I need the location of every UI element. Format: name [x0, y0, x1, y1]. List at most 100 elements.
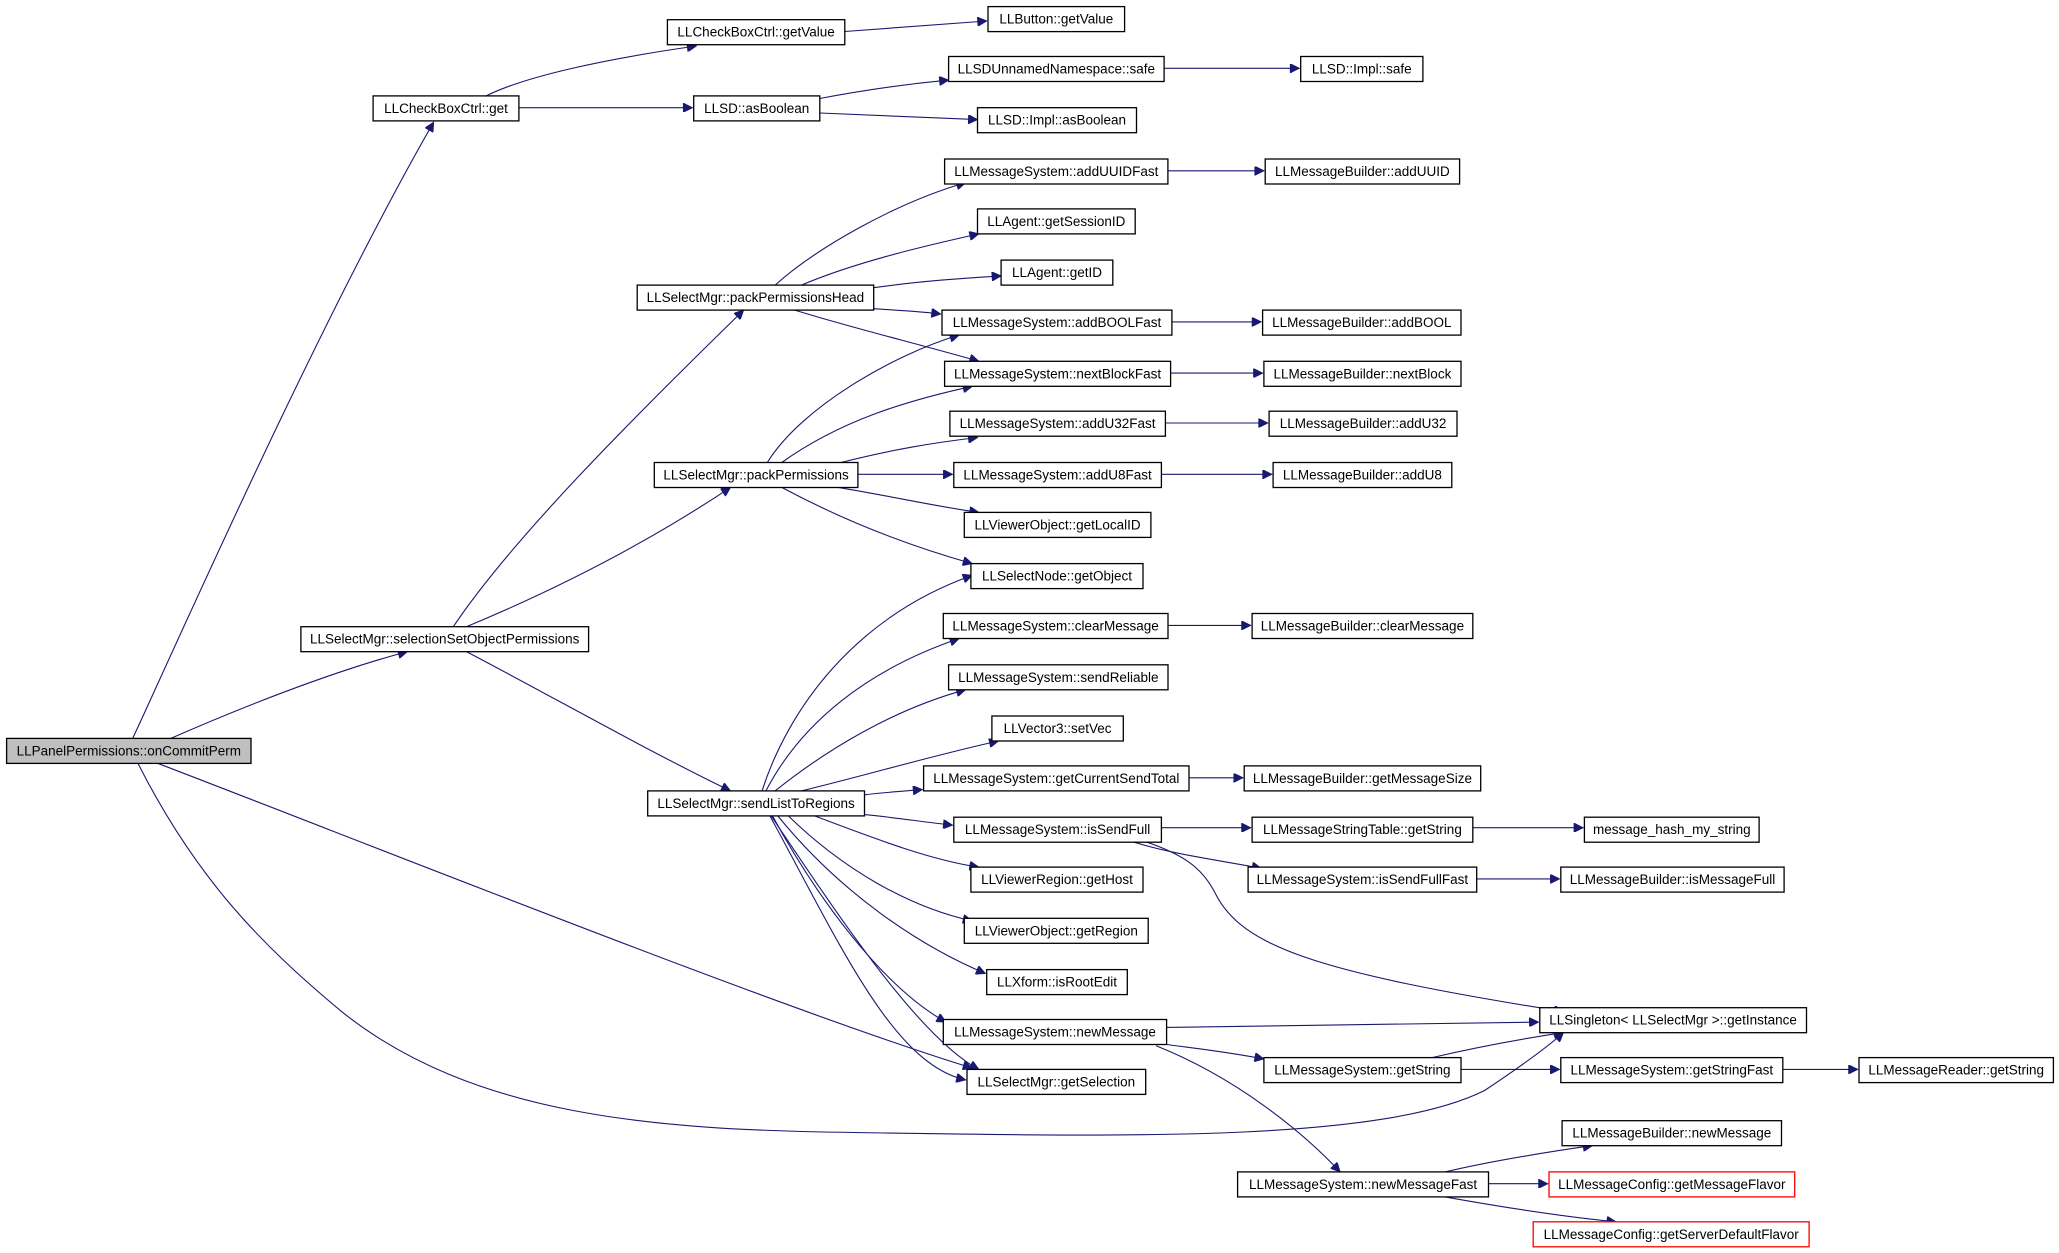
node-pack-perm-head[interactable]: LLSelectMgr::packPermissionsHead	[636, 284, 875, 311]
node-box	[1560, 1056, 1784, 1084]
node-add-u32-fast[interactable]: LLMessageSystem::addU32Fast	[949, 410, 1167, 437]
node-cb-get-value[interactable]: LLCheckBoxCtrl::getValue	[666, 19, 846, 46]
node-clear-message[interactable]: LLMessageSystem::clearMessage	[942, 612, 1169, 640]
node-box	[953, 461, 1163, 489]
node-unnamed-safe[interactable]: LLSDUnnamedNamespace::safe	[947, 55, 1165, 83]
node-box	[986, 968, 1128, 996]
node-label: LLSelectMgr::sendListToRegions	[657, 796, 855, 811]
node-new-message-fast[interactable]: LLMessageSystem::newMessageFast	[1236, 1171, 1490, 1198]
node-box	[666, 19, 846, 46]
node-label: LLAgent::getSessionID	[987, 214, 1125, 229]
node-label: LLMessageBuilder::clearMessage	[1261, 619, 1464, 634]
node-ms-get-string-fast[interactable]: LLMessageSystem::getStringFast	[1560, 1056, 1784, 1084]
node-is-send-full[interactable]: LLMessageSystem::isSendFull	[953, 816, 1163, 843]
node-send-reliable[interactable]: LLMessageSystem::sendReliable	[947, 664, 1169, 691]
node-box	[1243, 765, 1482, 792]
edge-send-list-to-regions-to-get-host	[814, 815, 979, 867]
node-hash-string[interactable]: message_hash_my_string	[1583, 816, 1760, 843]
node-as-boolean[interactable]: LLSD::asBoolean	[693, 95, 821, 122]
node-mb-add-u32[interactable]: LLMessageBuilder::addU32	[1268, 410, 1458, 437]
edge-pack-perm-head-to-add-uuidfast	[774, 183, 966, 286]
node-set-vec[interactable]: LLVector3::setVec	[991, 715, 1124, 742]
node-label: LLMessageConfig::getMessageFlavor	[1558, 1177, 1786, 1192]
node-is-send-full-fast[interactable]: LLMessageSystem::isSendFullFast	[1247, 866, 1478, 893]
edge-send-list-to-regions-to-get-current-send-total	[864, 790, 923, 796]
node-impl-safe[interactable]: LLSD::Impl::safe	[1300, 55, 1424, 83]
node-add-boolfast[interactable]: LLMessageSystem::addBOOLFast	[941, 309, 1173, 336]
edge-pack-perm-head-to-get-id	[873, 276, 1001, 289]
node-mb-is-message-full[interactable]: LLMessageBuilder::isMessageFull	[1560, 866, 1785, 893]
node-box	[966, 1068, 1147, 1096]
node-label: LLSD::Impl::safe	[1312, 62, 1412, 77]
edge-pack-perm-to-next-block-fast	[781, 386, 973, 463]
node-new-message[interactable]: LLMessageSystem::newMessage	[942, 1018, 1168, 1046]
edge-is-send-full-to-singleton	[1142, 840, 1563, 1012]
node-label: LLMessageBuilder::newMessage	[1572, 1126, 1771, 1141]
node-mb-next-block[interactable]: LLMessageBuilder::nextBlock	[1263, 360, 1462, 387]
node-mb-add-bool[interactable]: LLMessageBuilder::addBOOL	[1261, 309, 1462, 336]
node-add-u8-fast[interactable]: LLMessageSystem::addU8Fast	[953, 461, 1163, 489]
node-box	[947, 664, 1169, 691]
node-btn-get-value[interactable]: LLButton::getValue	[987, 5, 1126, 33]
node-box	[1264, 158, 1461, 185]
node-get-region[interactable]: LLViewerObject::getRegion	[963, 917, 1149, 944]
node-impl-as-boolean[interactable]: LLSD::Impl::asBoolean	[976, 107, 1138, 134]
node-mb-add-uuid[interactable]: LLMessageBuilder::addUUID	[1264, 158, 1461, 185]
node-label: LLMessageConfig::getServerDefaultFlavor	[1544, 1227, 1800, 1242]
node-box	[942, 1018, 1168, 1046]
nodes: LLPanelPermissions::onCommitPerm LLCheckB…	[5, 5, 2055, 1248]
node-cb-get[interactable]: LLCheckBoxCtrl::get	[372, 95, 520, 122]
node-send-list-to-regions[interactable]: LLSelectMgr::sendListToRegions	[647, 790, 866, 817]
edge-is-send-full-to-is-send-full-fast	[1129, 840, 1261, 869]
node-box	[1251, 816, 1474, 843]
node-box	[300, 626, 590, 653]
edges	[132, 21, 1858, 1222]
node-add-uuidfast[interactable]: LLMessageSystem::addUUIDFast	[943, 158, 1169, 185]
node-mb-clear-message[interactable]: LLMessageBuilder::clearMessage	[1251, 612, 1474, 640]
node-box	[1300, 55, 1424, 83]
node-label: LLMessageSystem::isSendFullFast	[1257, 872, 1469, 887]
node-label: LLAgent::getID	[1012, 265, 1102, 280]
edge-send-list-to-regions-to-send-reliable	[774, 690, 966, 792]
node-box	[947, 55, 1165, 83]
node-label: LLMessageSystem::addU8Fast	[963, 467, 1152, 482]
node-box	[1261, 309, 1462, 336]
node-mr-get-string[interactable]: LLMessageReader::getString	[1858, 1056, 2055, 1084]
node-sel-set-obj-perm[interactable]: LLSelectMgr::selectionSetObjectPermissio…	[300, 626, 590, 653]
node-ms-get-string[interactable]: LLMessageSystem::getString	[1263, 1056, 1462, 1084]
node-box	[942, 612, 1169, 640]
node-mb-new-message[interactable]: LLMessageBuilder::newMessage	[1561, 1120, 1783, 1147]
node-box	[1000, 259, 1114, 286]
node-next-block-fast[interactable]: LLMessageSystem::nextBlockFast	[943, 360, 1172, 387]
node-label: LLSD::Impl::asBoolean	[988, 113, 1126, 128]
node-label: LLSelectMgr::packPermissionsHead	[647, 290, 865, 305]
node-mst-get-string[interactable]: LLMessageStringTable::getString	[1251, 816, 1474, 843]
node-mb-get-message-size[interactable]: LLMessageBuilder::getMessageSize	[1243, 765, 1482, 792]
edge-ms-get-string-to-singleton	[1431, 1033, 1563, 1059]
node-label: LLMessageSystem::getStringFast	[1571, 1063, 1774, 1078]
node-get-current-send-total[interactable]: LLMessageSystem::getCurrentSendTotal	[922, 765, 1190, 792]
node-get-local-id[interactable]: LLViewerObject::getLocalID	[963, 511, 1152, 539]
node-label: LLMessageSystem::newMessageFast	[1249, 1177, 1477, 1192]
node-box	[1561, 1120, 1783, 1147]
node-get-selection[interactable]: LLSelectMgr::getSelection	[966, 1068, 1147, 1096]
node-mb-add-u8[interactable]: LLMessageBuilder::addU8	[1272, 461, 1453, 489]
node-pack-perm[interactable]: LLSelectMgr::packPermissions	[653, 461, 859, 489]
node-box	[963, 917, 1149, 944]
node-get-host[interactable]: LLViewerRegion::getHost	[970, 866, 1144, 893]
node-box	[647, 790, 866, 817]
node-is-root-edit[interactable]: LLXform::isRootEdit	[986, 968, 1128, 996]
node-get-session-id[interactable]: LLAgent::getSessionID	[976, 208, 1136, 235]
node-box	[1268, 410, 1458, 437]
node-label: LLMessageBuilder::isMessageFull	[1570, 872, 1776, 887]
node-singleton[interactable]: LLSingleton< LLSelectMgr >::getInstance	[1539, 1007, 1808, 1034]
node-get-server-default-flavor[interactable]: LLMessageConfig::getServerDefaultFlavor	[1532, 1221, 1810, 1248]
node-on-commit-perm[interactable]: LLPanelPermissions::onCommitPerm	[5, 737, 252, 765]
node-get-object[interactable]: LLSelectNode::getObject	[970, 562, 1144, 590]
node-get-message-flavor[interactable]: LLMessageConfig::getMessageFlavor	[1548, 1171, 1796, 1198]
node-box	[943, 158, 1169, 185]
node-get-id[interactable]: LLAgent::getID	[1000, 259, 1114, 286]
node-label: LLCheckBoxCtrl::getValue	[677, 25, 834, 40]
node-box	[953, 816, 1163, 843]
